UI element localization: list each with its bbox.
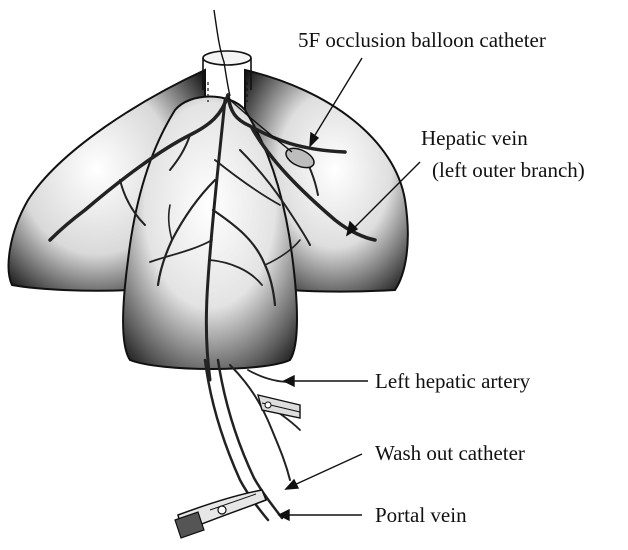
label-balloon-catheter: 5F occlusion balloon catheter: [298, 30, 546, 51]
label-wash-out-catheter: Wash out catheter: [375, 443, 525, 464]
label-hepatic-vein: Hepatic vein: [421, 128, 528, 149]
label-portal-vein: Portal vein: [375, 505, 467, 526]
arrowhead-washout: [286, 480, 298, 489]
portal-clamp: [175, 490, 266, 538]
label-hepatic-vein-branch: (left outer branch): [432, 160, 585, 181]
leader-washout: [292, 454, 362, 486]
arrowhead-portal: [279, 510, 289, 520]
label-left-hepatic-artery: Left hepatic artery: [375, 371, 530, 392]
arrowhead-artery: [284, 376, 294, 386]
